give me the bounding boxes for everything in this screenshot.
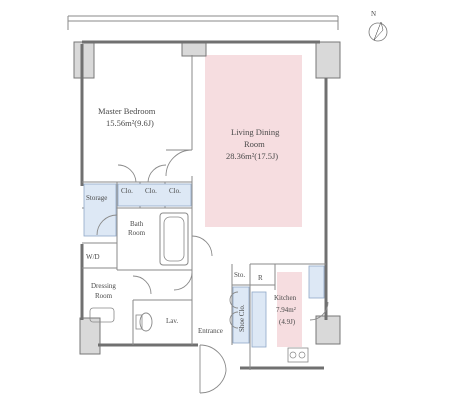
storage-label: Storage <box>86 194 107 202</box>
closet-label-2: Clo. <box>145 187 157 195</box>
living-highlight <box>205 55 302 227</box>
balcony <box>67 15 339 30</box>
kitchen-area-j: (4.9J) <box>279 318 296 326</box>
shoe-closet-label: Shoe Clo. <box>238 304 246 332</box>
north-label: N <box>371 10 376 18</box>
columns <box>73 41 341 355</box>
storage-area <box>83 183 117 237</box>
kitchen-highlight <box>277 272 302 347</box>
kitchen-counter <box>251 291 267 348</box>
bathtub <box>159 212 189 266</box>
refrigerator-space <box>308 265 325 299</box>
doors <box>96 149 329 394</box>
master-bedroom-area: 15.56m²(9.6J) <box>106 118 154 128</box>
master-bedroom-name: Master Bedroom <box>98 106 156 116</box>
living-dining-area: 28.36m²(17.5J) <box>226 151 278 161</box>
kitchen-sink <box>287 347 309 363</box>
shoe-closet-area <box>232 286 250 344</box>
bath-name-1: Bath <box>130 220 144 228</box>
kitchen-area: 7.94m² <box>276 306 296 314</box>
dressing-name-2: Room <box>95 292 113 300</box>
toilet <box>135 312 153 332</box>
bath-name-2: Room <box>128 229 146 237</box>
kitchen-name: Kitchen <box>274 294 297 302</box>
dressing-name-1: Dressing <box>91 282 116 290</box>
closet-label-3: Clo. <box>169 187 181 195</box>
closet-label-1: Clo. <box>121 187 133 195</box>
north-arrow-icon: N <box>368 10 388 42</box>
living-dining-name-1: Living Dining <box>231 127 280 137</box>
dressing-sink <box>89 307 115 323</box>
refrigerator-label: R <box>258 274 263 282</box>
living-dining-name-2: Room <box>244 139 265 149</box>
closets-area <box>117 183 192 207</box>
exterior-walls <box>80 40 328 370</box>
wd-label: W/D <box>86 253 100 261</box>
lav-label: Lav. <box>166 317 178 325</box>
entrance-label: Entrance <box>198 327 223 335</box>
storage-small-label: Sto. <box>234 271 245 279</box>
